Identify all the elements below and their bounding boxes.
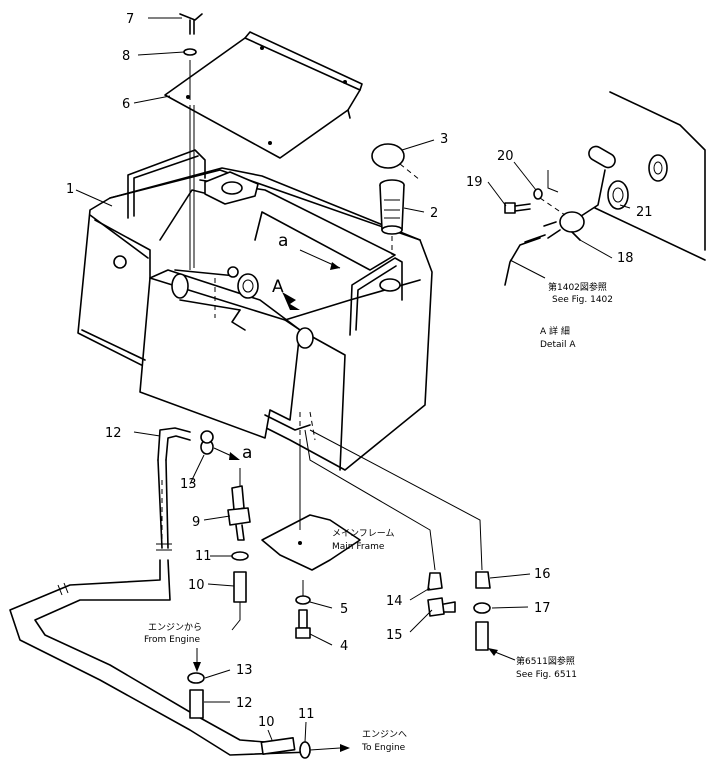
note-to-engine-jp: エンジンへ <box>362 730 407 740</box>
callout-1: 1 <box>66 182 74 197</box>
callout-13-lower: 13 <box>236 663 253 678</box>
elbow-fitting <box>427 597 456 617</box>
pipe-right <box>475 621 489 651</box>
fuel-tank <box>77 149 433 471</box>
note-to-engine-en: To Engine <box>361 743 406 753</box>
return-hose <box>156 427 191 551</box>
view-label-a-upper: a <box>278 231 288 251</box>
note-detail-a-jp: A 詳 細 <box>540 325 570 337</box>
tank-cover-plate <box>164 31 363 159</box>
callout-10-upper: 10 <box>188 578 205 593</box>
view-label-A: A <box>272 277 284 297</box>
filler-cap <box>371 143 421 181</box>
drain-valve <box>227 485 251 541</box>
callout-2: 2 <box>430 206 438 221</box>
union-fitting <box>475 571 491 589</box>
callout-9: 9 <box>192 515 200 530</box>
callout-19: 19 <box>466 175 483 190</box>
sender-washer <box>533 188 543 200</box>
hose-short <box>233 571 247 603</box>
clamp-to-engine <box>299 741 311 759</box>
filler-strainer <box>379 179 405 235</box>
callout-10-lower: 10 <box>258 715 275 730</box>
callout-16: 16 <box>534 567 551 582</box>
note-fig1402-jp: 第1402図参照 <box>548 281 607 293</box>
hose-fitting-upper <box>200 430 214 455</box>
note-fig6511-en: See Fig. 6511 <box>516 670 577 680</box>
clamp-right <box>473 602 491 614</box>
note-detail-a-en: Detail A <box>540 340 576 350</box>
callout-21: 21 <box>636 205 653 220</box>
wing-bolt <box>179 13 203 35</box>
hose-clamp-lower <box>187 672 205 684</box>
mount-washer <box>295 595 311 605</box>
callout-12-upper: 12 <box>105 426 122 441</box>
hose-lower <box>189 689 204 719</box>
callout-14: 14 <box>386 594 403 609</box>
main-frame-plate <box>261 514 361 571</box>
view-arrow-a-lower <box>213 447 240 460</box>
elbow-connector <box>427 572 443 591</box>
callout-18: 18 <box>617 251 634 266</box>
callout-11-lower: 11 <box>298 707 315 722</box>
mount-bolt <box>295 609 311 639</box>
callout-17: 17 <box>534 601 551 616</box>
sender-bolt <box>504 202 531 214</box>
callout-5: 5 <box>340 602 348 617</box>
callout-13-upper: 13 <box>180 477 197 492</box>
detail-a <box>504 91 706 286</box>
note-from-engine-en: From Engine <box>144 635 200 645</box>
note-mainframe-jp: メインフレーム <box>332 528 394 539</box>
callout-11-upper: 11 <box>195 549 212 564</box>
note-fig6511-jp: 第6511図参照 <box>516 655 575 667</box>
callout-15: 15 <box>386 628 403 643</box>
note-from-engine-jp: エンジンから <box>148 622 202 633</box>
callout-12-lower: 12 <box>236 696 253 711</box>
callout-6: 6 <box>122 97 130 112</box>
callout-8: 8 <box>122 49 130 64</box>
washer <box>183 48 197 56</box>
leader-lines <box>75 17 631 743</box>
gasket <box>607 154 668 210</box>
callout-3: 3 <box>440 132 448 147</box>
view-arrow-A <box>282 292 300 310</box>
hose-clamp <box>231 551 249 561</box>
view-label-a-lower: a <box>242 443 252 463</box>
fuel-hose-loop <box>9 559 311 756</box>
note-mainframe-en: Main Frame <box>332 542 385 552</box>
hose-to-engine <box>260 737 296 755</box>
note-fig1402-en: See Fig. 1402 <box>552 295 613 305</box>
fuel-gauge-sender <box>543 145 616 241</box>
callout-20: 20 <box>497 149 514 164</box>
callout-4: 4 <box>340 639 348 654</box>
view-arrow-a-upper <box>299 249 341 270</box>
callout-7: 7 <box>126 12 134 27</box>
